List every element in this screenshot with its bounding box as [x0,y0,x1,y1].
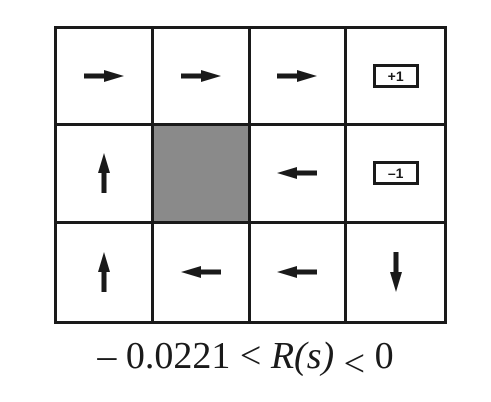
arrow-down-icon [389,252,402,293]
grid-cell-r1-c3 [250,29,348,127]
arrow-right-icon [83,70,124,83]
caption-lower-bound: – 0.0221 [97,335,231,377]
arrow-left-icon [180,266,221,279]
grid-cell-r3-c1 [57,223,154,321]
arrow-up-icon [97,153,110,194]
grid-cell-r2-c1 [57,126,154,224]
arrow-left-icon [277,167,318,180]
arrow-up-icon [97,252,110,293]
caption-upper-bound: 0 [374,335,394,377]
grid-cell-r2-c3 [250,126,348,224]
grid-cell-r2-c4: –1 [347,126,444,224]
arrow-left-icon [277,266,318,279]
terminal-reward-box: –1 [372,161,419,186]
terminal-reward-box: +1 [372,64,419,89]
caption-less-than-1: < [239,335,262,377]
grid-cell-r1-c1 [57,29,154,127]
grid-cell-r3-c4 [347,223,444,321]
grid-cell-r3-c3 [250,223,348,321]
arrow-right-icon [277,70,318,83]
arrow-right-icon [180,70,221,83]
caption-less-than-2: < [343,343,366,385]
grid-cell-r3-c2 [153,223,251,321]
policy-grid: +1 –1 [54,26,447,324]
wall-cell [153,126,251,224]
reward-range-caption: – 0.0221 < R(s) < 0 [0,334,491,385]
caption-reward-expr: R(s) [270,335,335,377]
grid-cell-r1-c2 [153,29,251,127]
grid-cell-r1-c4: +1 [347,29,444,127]
